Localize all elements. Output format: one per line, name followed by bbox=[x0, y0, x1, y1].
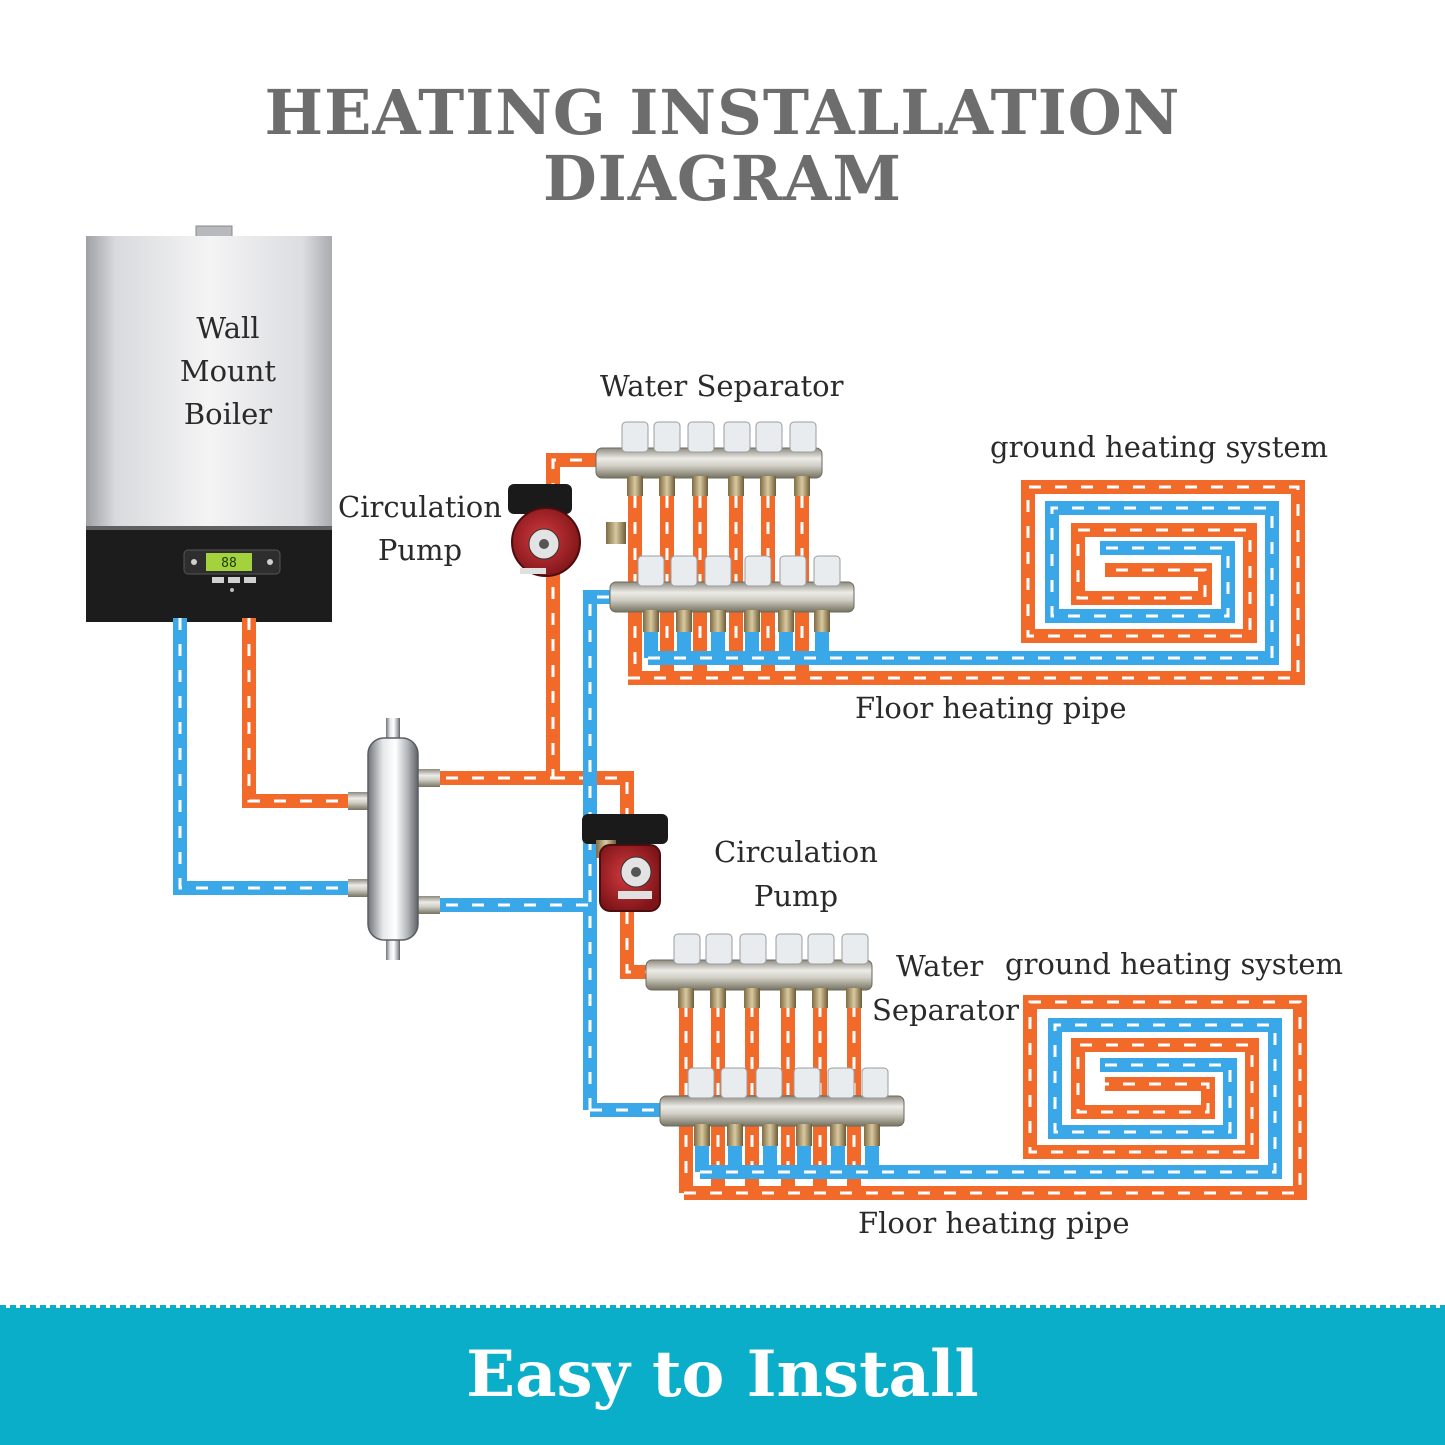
banner-text: Easy to Install bbox=[466, 1337, 979, 1412]
water-separator-top-label: Water Separator bbox=[600, 369, 844, 403]
boiler-display-readout: 88 bbox=[221, 556, 237, 571]
circulation-pump-top bbox=[508, 484, 626, 577]
wall-mount-boiler: 88 bbox=[86, 225, 332, 622]
water-separator-top bbox=[595, 421, 855, 632]
circulation-pump-bottom-label-line-2: Pump bbox=[753, 879, 839, 913]
ground-heating-system-top-label: ground heating system bbox=[990, 430, 1329, 464]
floor-heating-pipe-top-label: Floor heating pipe bbox=[855, 691, 1127, 725]
water-separator-bottom bbox=[645, 933, 905, 1146]
boiler-label-line-1: Wall bbox=[196, 311, 260, 345]
page-title-line-2: DIAGRAM bbox=[542, 142, 903, 215]
hydraulic-separator bbox=[348, 718, 440, 960]
floor-heating-pipe-bottom-label: Floor heating pipe bbox=[858, 1206, 1130, 1240]
boiler-label-line-3: Boiler bbox=[183, 397, 273, 431]
ground-heating-system-bottom-label: ground heating system bbox=[1005, 947, 1344, 981]
heating-diagram: 88 bbox=[86, 225, 1307, 1200]
circulation-pump-top-label-line-1: Circulation bbox=[338, 490, 502, 524]
page-title-line-1: HEATING INSTALLATION bbox=[264, 76, 1181, 149]
water-separator-bottom-label-line-2: Separator bbox=[872, 993, 1020, 1027]
boiler-label-line-2: Mount bbox=[179, 354, 277, 388]
boiler-control-panel: 88 bbox=[183, 549, 281, 592]
water-separator-bottom-label-line-1: Water bbox=[896, 949, 984, 983]
cold-water-pipes bbox=[173, 501, 1282, 1179]
hot-water-pipes bbox=[242, 453, 1307, 1200]
circulation-pump-bottom bbox=[582, 814, 668, 912]
circulation-pump-top-label-line-2: Pump bbox=[377, 533, 463, 567]
bottom-banner bbox=[0, 1308, 1445, 1445]
circulation-pump-bottom-label-line-1: Circulation bbox=[714, 835, 878, 869]
